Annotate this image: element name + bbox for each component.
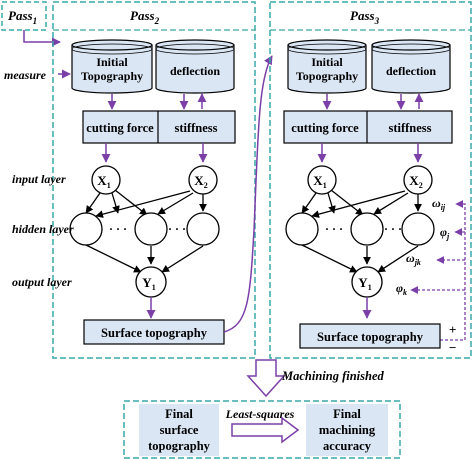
least-squares-arrow [231,416,300,444]
phi-j-label: φj [440,225,450,241]
deflection-db-pass2: deflection [155,39,235,94]
pass3-label: Pass3 [350,8,380,26]
svg-text:Y1: Y1 [358,275,371,292]
pass2-panel: Pass2 Initial Topography deflection cutt… [52,1,256,359]
hidden-node-1-pass3 [285,212,319,246]
final-surface-label-line3: topography [148,439,211,453]
y1-node-pass2: Y1 [135,266,167,298]
hidden-layer-label: hidden layer [12,222,74,236]
phi-k-label: φk [396,281,407,297]
x2-node-pass2: X2 [188,165,218,195]
svg-text:X2: X2 [409,173,422,190]
final-results-box [123,400,401,459]
initial-topography-db-pass2: Initial Topography [71,39,153,94]
pass1-arrow [23,30,61,47]
omega-ij-label: ωij [432,196,446,212]
deflection-db-pass3: deflection [371,39,451,94]
stiffness-label-pass2: stiffness [174,121,217,135]
pass3-box [269,1,472,359]
svg-text:Y1: Y1 [142,275,155,292]
least-squares-label: Least-squares [225,407,295,421]
final-surface-block [139,404,219,456]
hidden-node-1-pass2 [69,212,103,246]
cutting-force-label-pass3: cutting force [291,121,359,135]
final-surface-label-line1: Final [165,407,193,421]
pass2-box [52,1,256,359]
plus-sign: + [449,322,456,337]
hidden-node-2-pass2 [134,212,168,246]
final-accuracy-label-line1: Final [333,407,361,421]
feature-block-pass2 [82,110,236,144]
surface-topography-label-pass3: Surface topography [317,330,424,344]
hidden-dots-1-pass3: · · · [325,222,343,236]
y1-node-pass3: Y1 [351,266,383,298]
initial-topography-label-line1-pass3: Initial [311,55,343,69]
svg-text:X2: X2 [194,173,207,190]
pass1-label: Pass1 [8,8,37,26]
pass3-panel: Pass3 Initial Topography deflection cutt… [269,1,472,359]
stiffness-label-pass3: stiffness [388,121,431,135]
initial-topography-label-line2: Topography [81,69,143,83]
surface-topography-block-pass2 [83,319,225,345]
deflection-label-pass3: deflection [386,64,436,78]
machining-finished-label: Machining finished [281,369,385,383]
x1-node-pass3: X1 [307,165,337,195]
omega-jk-label: ωjk [406,251,421,267]
deflection-label: deflection [170,64,220,78]
hidden-node-3-pass2 [186,212,220,246]
final-accuracy-label-line3: accuracy [323,439,372,453]
hidden-node-3-pass3 [401,212,435,246]
measure-label: measure [4,68,47,82]
initial-topography-label-line1: Initial [96,55,128,69]
feature-block-pass3 [283,110,453,144]
x1-node-pass2: X1 [91,165,121,195]
minus-sign: − [449,340,456,355]
x2-node-pass3: X2 [403,165,433,195]
machining-finished-arrow [246,359,286,398]
hidden-dots-2-pass2: · · · [168,222,186,236]
output-layer-label: output layer [12,275,72,289]
pass2-label: Pass2 [130,8,160,26]
hidden-node-2-pass3 [350,212,384,246]
cutting-force-label-pass2: cutting force [86,121,154,135]
initial-topography-db-pass3: Initial Topography [287,39,367,94]
final-accuracy-block [306,404,388,456]
feedback-loop [410,200,466,341]
surface-topography-block-pass3 [299,323,441,349]
pass1-region: Pass1 [1,1,61,47]
final-accuracy-label-line2: machining [319,423,376,437]
svg-text:X1: X1 [97,173,110,190]
pass1-box [1,1,47,31]
nn-edges-pass3 [301,189,422,273]
initial-topography-label-line2-pass3: Topography [296,69,358,83]
nn-edges-pass2 [85,189,207,273]
surface-topography-label-pass2: Surface topography [101,326,208,340]
svg-text:X1: X1 [313,173,326,190]
hidden-dots-2-pass3: · · · [384,222,402,236]
pass2-to-pass3-arrow [223,55,273,333]
input-layer-label: input layer [12,172,66,186]
final-surface-label-line2: surface [160,423,199,437]
hidden-dots-1-pass2: · · · [109,222,127,236]
